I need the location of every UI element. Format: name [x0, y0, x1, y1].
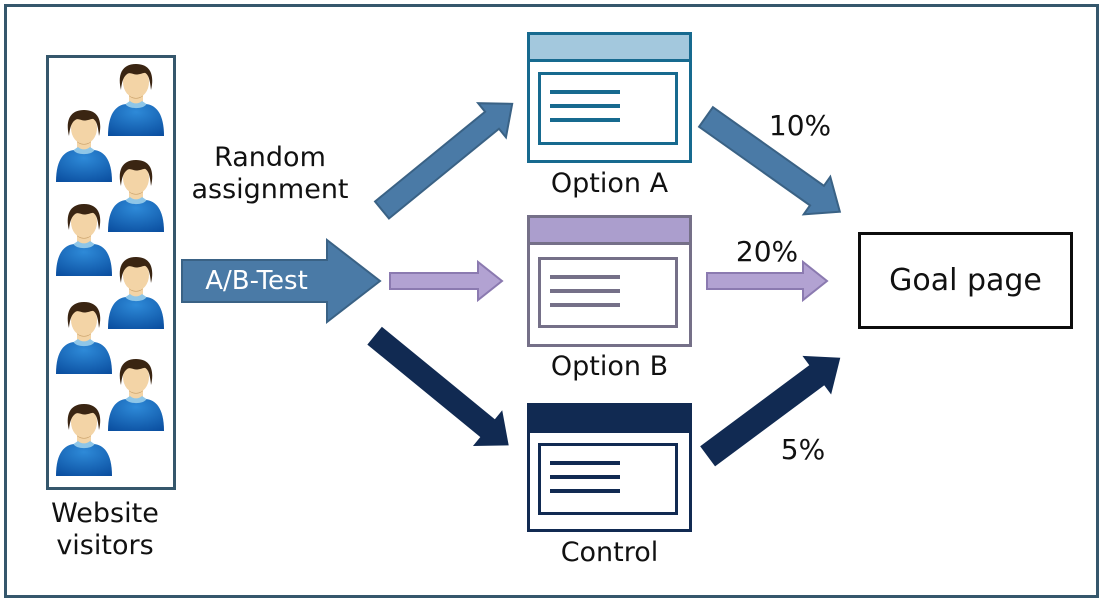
control-label: Control	[560, 537, 659, 568]
text-line	[550, 289, 620, 293]
text-line	[550, 303, 620, 307]
text-line	[550, 275, 620, 279]
website-visitors-label: Website visitors	[16, 498, 194, 563]
website-visitors-label-line1: Website	[51, 498, 159, 529]
control-page-content-box	[538, 443, 678, 515]
ab-test-arrow-label: A/B-Test	[205, 266, 308, 296]
goal-page-box: Goal page	[858, 232, 1073, 329]
text-line	[550, 90, 620, 94]
option-a-conversion-rate: 10%	[768, 109, 832, 142]
conversion-arrow-option-a	[697, 105, 842, 216]
option-b-page-content-box	[538, 257, 678, 328]
branch-arrow-option-a	[373, 102, 514, 220]
control-conversion-rate: 5%	[780, 433, 826, 466]
option-a-page-mockup	[527, 32, 692, 163]
random-assignment-line2: assignment	[191, 174, 349, 206]
diagram-border	[4, 4, 1099, 598]
ab-test-arrow	[181, 237, 382, 325]
text-line	[550, 104, 620, 108]
branch-arrow-option-b	[389, 259, 504, 303]
option-b-label: Option B	[550, 351, 669, 382]
control-page-header	[530, 406, 689, 433]
conversion-arrow-option-b	[706, 259, 829, 303]
option-a-page-header	[530, 35, 689, 62]
option-b-conversion-rate: 20%	[735, 235, 799, 268]
random-assignment-label: Random assignment	[172, 142, 368, 207]
text-line	[550, 118, 620, 122]
conversion-arrow-control	[700, 355, 841, 467]
text-line	[550, 475, 620, 479]
option-a-label: Option A	[550, 168, 669, 199]
option-b-page-header	[530, 218, 689, 245]
goal-page-label: Goal page	[889, 263, 1042, 298]
option-a-page-content-box	[538, 72, 678, 145]
option-b-page-mockup	[527, 215, 692, 347]
control-page-mockup	[527, 403, 692, 532]
text-line	[550, 489, 620, 493]
random-assignment-line1: Random	[214, 142, 326, 173]
website-visitors-label-line2: visitors	[56, 530, 154, 562]
website-visitors-box	[46, 55, 176, 490]
branch-arrow-control	[367, 326, 509, 447]
text-line	[550, 461, 620, 465]
